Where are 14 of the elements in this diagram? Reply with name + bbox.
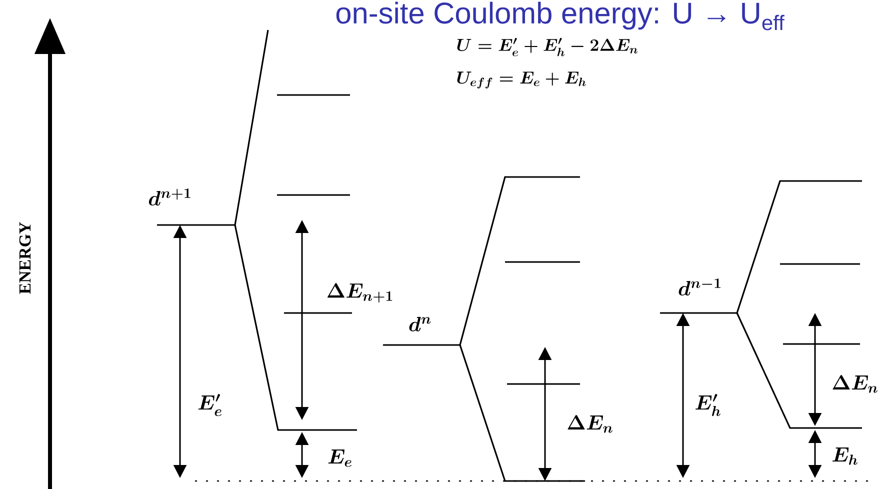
energy-label: $E'_e$	[196, 393, 224, 417]
level-label: $d^{n+1}$	[147, 188, 193, 206]
energy-label: $E'_h$	[694, 393, 722, 417]
title: on-site Coulomb energy: U → U$_{eff}$	[336, 2, 784, 30]
level-label: $d^{n}$	[407, 316, 433, 332]
energy-label: $\Delta E_n$	[830, 374, 880, 394]
energy-label: $E_h$	[830, 446, 860, 466]
energy-label: $\Delta E_n$	[566, 414, 614, 434]
energy-label: $E_e$	[326, 448, 354, 468]
axis-label: ENERGY	[19, 222, 31, 294]
formula: $U = E'_e + E'_h - 2\Delta E_n$	[455, 36, 640, 58]
formula: $U_{eff} = E_e + E_h$	[455, 70, 588, 90]
energy-label: $\Delta E_{n+1}$	[325, 282, 395, 304]
level-label: $d^{n-1}$	[676, 278, 724, 296]
